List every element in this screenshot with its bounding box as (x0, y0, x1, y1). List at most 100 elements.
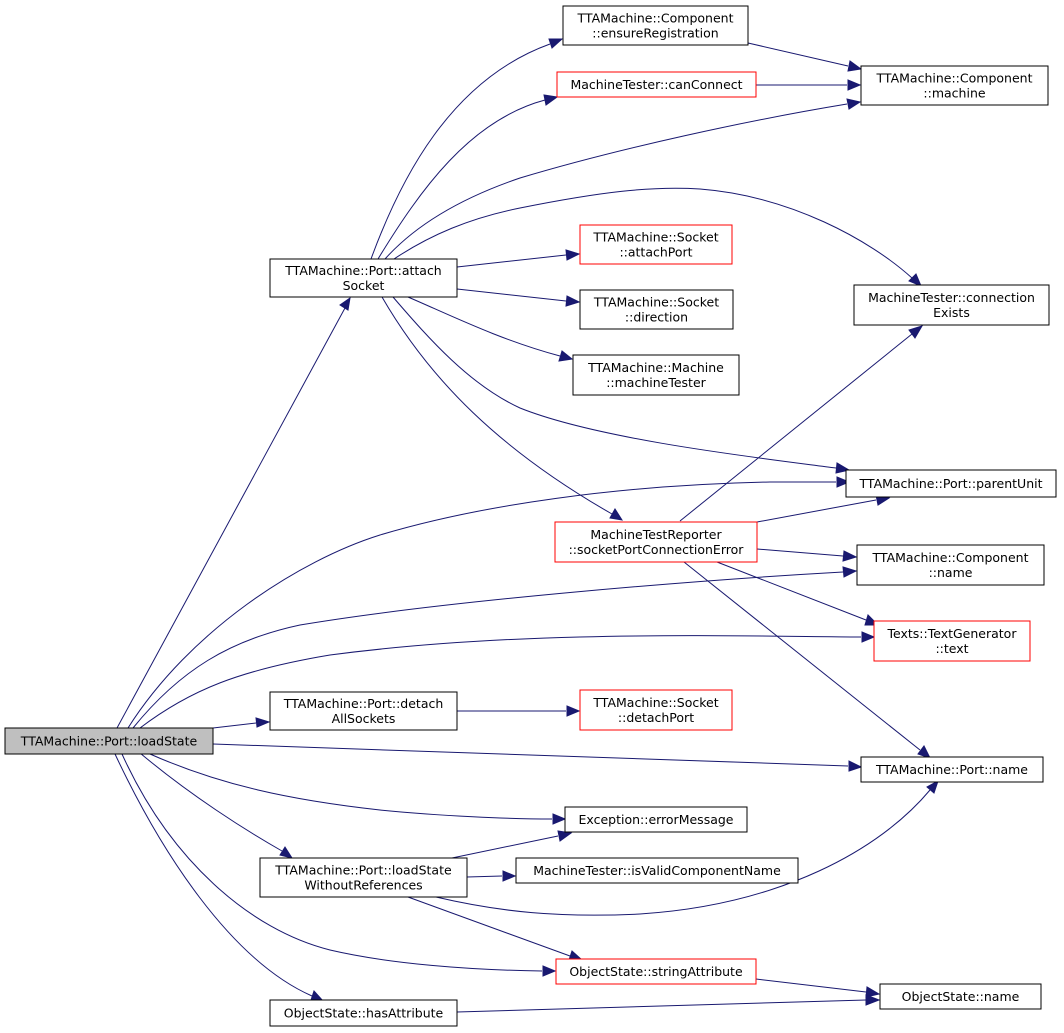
edge-canconnect-compmachine (756, 79, 862, 91)
node-label-line: ObjectState::stringAttribute (569, 964, 743, 979)
node-box (515, 857, 799, 884)
node-box (856, 544, 1045, 586)
node-label-line: ::attachPort (619, 245, 692, 260)
edge-attachsocket-machinetester (407, 296, 574, 362)
node-can-connect[interactable]: MachineTester::canConnect (556, 71, 757, 98)
edge-loadstate-compname (132, 566, 858, 729)
node-box (873, 620, 1031, 662)
edge-attachsocket-sockdirection (456, 288, 581, 307)
edge-loadstate-attachsocket (116, 296, 351, 729)
node-has-attribute[interactable]: ObjectState::hasAttribute (269, 999, 458, 1027)
node-box (269, 691, 458, 731)
node-label-line: TTAMachine::Socket (593, 295, 719, 310)
edge-socketporterr-parentunit (756, 494, 891, 523)
node-label-line: ::detachPort (618, 710, 694, 725)
node-label-line: MachineTester::connection (868, 290, 1035, 305)
node-box (556, 71, 757, 98)
edge-hasattribute-osname (456, 994, 881, 1013)
node-box (579, 289, 734, 330)
edge-loadstate-stringattr (121, 753, 557, 977)
edge-loadstate-loadstatewr (139, 752, 294, 859)
edge-attachsocket-socketporterr (381, 296, 624, 521)
edge-attachsocket-canconnect (377, 94, 559, 260)
edge-loadstatewr-portname (435, 779, 939, 916)
node-sock-direction[interactable]: TTAMachine::Socket::direction (579, 289, 734, 330)
edge-ensurereg-compmachine (747, 42, 863, 72)
node-label-line: ::machineTester (606, 375, 706, 390)
node-box (879, 983, 1042, 1010)
node-box (853, 284, 1050, 326)
edge-loadstate-portname (212, 743, 863, 772)
node-error-message[interactable]: Exception::errorMessage (564, 806, 748, 833)
edge-attachsocket-sockattachport (456, 249, 581, 268)
edge-detachallsockets-sockdetachport (457, 705, 581, 717)
node-label-line: TTAMachine::Socket (592, 695, 718, 710)
node-comp-name[interactable]: TTAMachine::Component::name (856, 544, 1045, 586)
node-box (860, 756, 1044, 783)
node-machine-tester[interactable]: TTAMachine::Machine::machineTester (572, 354, 740, 396)
node-load-state[interactable]: TTAMachine::Port::loadState (4, 727, 214, 755)
node-box (562, 5, 749, 46)
node-sock-detach-port[interactable]: TTAMachine::Socket::detachPort (579, 689, 733, 731)
node-label-line: ::socketPortConnectionError (569, 542, 745, 557)
node-label-line: ObjectState::name (902, 989, 1020, 1004)
node-box (572, 354, 740, 396)
node-parent-unit[interactable]: TTAMachine::Port::parentUnit (845, 469, 1057, 498)
node-box (564, 806, 748, 833)
edge-attachsocket-connexists (393, 187, 922, 287)
node-label-line: TTAMachine::Port::detach (283, 696, 444, 711)
node-label-line: TTAMachine::Port::attach (284, 263, 442, 278)
node-comp-machine[interactable]: TTAMachine::Component::machine (860, 65, 1049, 106)
node-label-line: TTAMachine::Port::loadState (20, 734, 198, 749)
node-box (259, 857, 468, 898)
edge-stringattr-osname (755, 978, 881, 998)
edge-socketporterr-connexists (679, 325, 924, 522)
node-sock-attach-port[interactable]: TTAMachine::Socket::attachPort (579, 224, 733, 265)
node-label-line: Exists (933, 305, 970, 320)
edge-socketporterr-portname (683, 561, 931, 759)
node-box (579, 689, 733, 731)
node-label-line: Exception::errorMessage (579, 812, 734, 827)
node-label-line: AllSockets (332, 711, 396, 726)
function-nodes: TTAMachine::Port::loadStateTTAMachine::P… (4, 5, 1057, 1027)
node-string-attr[interactable]: ObjectState::stringAttribute (555, 958, 757, 985)
node-label-line: Texts::TextGenerator (887, 626, 1018, 641)
node-label-line: ::machine (923, 86, 985, 101)
edge-socketporterr-compname (756, 548, 858, 562)
edge-loadstate-errormessage (149, 753, 567, 825)
node-label-line: ::name (929, 565, 973, 580)
node-label-line: TTAMachine::Component (872, 550, 1029, 565)
edge-loadstate-textgen (139, 631, 876, 729)
node-label-line: ::direction (625, 310, 688, 325)
node-box (554, 521, 758, 563)
edge-attachsocket-ensurereg (370, 38, 564, 260)
node-label-line: ::text (935, 641, 968, 656)
node-load-state-wr[interactable]: TTAMachine::Port::loadStateWithoutRefere… (259, 857, 468, 898)
node-label-line: TTAMachine::Socket (592, 230, 718, 245)
node-port-name[interactable]: TTAMachine::Port::name (860, 756, 1044, 783)
node-box (555, 958, 757, 985)
node-label-line: MachineTestReporter (590, 527, 722, 542)
node-label-line: ObjectState::hasAttribute (284, 1006, 444, 1021)
edge-attachsocket-compmachine (384, 98, 862, 260)
node-is-valid-name[interactable]: MachineTester::isValidComponentName (515, 857, 799, 884)
node-label-line: WithoutReferences (304, 878, 422, 893)
node-box (579, 224, 733, 265)
edge-loadstatewr-errormessage (451, 830, 573, 859)
node-label-line: TTAMachine::Machine (587, 360, 724, 375)
node-label-line: TTAMachine::Component (876, 71, 1033, 86)
node-box (269, 999, 458, 1027)
node-label-line: TTAMachine::Port::name (875, 762, 1028, 777)
edge-loadstatewr-stringattr (407, 896, 584, 961)
node-label-line: TTAMachine::Port::loadState (274, 863, 452, 878)
node-text-gen[interactable]: Texts::TextGenerator::text (873, 620, 1031, 662)
node-ensure-reg[interactable]: TTAMachine::Component::ensureRegistratio… (562, 5, 749, 46)
node-box (845, 469, 1057, 498)
node-socket-port-err[interactable]: MachineTestReporter::socketPortConnectio… (554, 521, 758, 563)
node-label-line: MachineTester::isValidComponentName (533, 863, 781, 878)
node-os-name[interactable]: ObjectState::name (879, 983, 1042, 1010)
